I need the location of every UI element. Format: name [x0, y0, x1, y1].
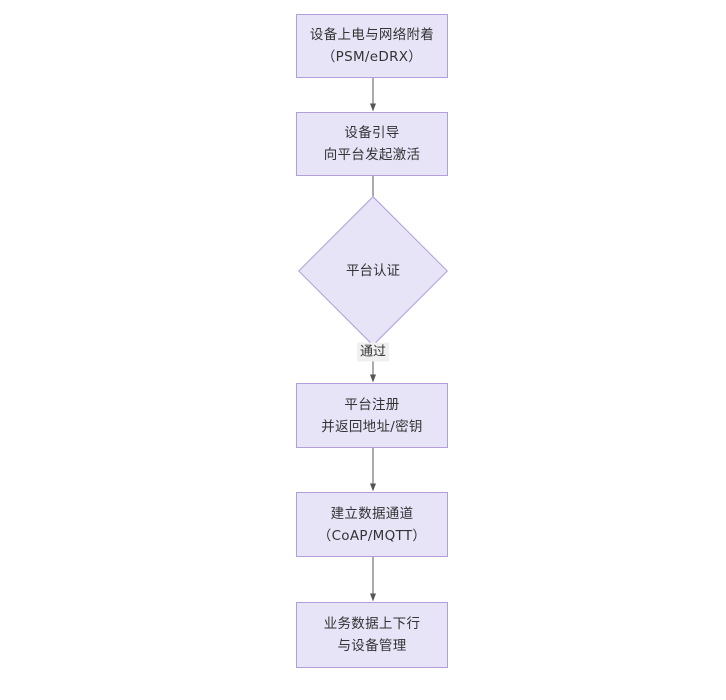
node-line: 并返回地址/密钥	[321, 418, 423, 435]
node-line: （CoAP/MQTT）	[317, 527, 427, 544]
node-platform-register[interactable]: 平台注册 并返回地址/密钥	[296, 383, 448, 448]
node-line: 平台认证	[346, 263, 400, 279]
node-line: 设备引导	[344, 125, 400, 141]
node-line: （PSM/eDRX）	[321, 49, 423, 65]
node-device-bootstrap[interactable]: 设备引导 向平台发起激活	[296, 112, 448, 176]
node-business-data-and-device-mgmt[interactable]: 业务数据上下行 与设备管理	[296, 602, 448, 668]
node-device-power-on[interactable]: 设备上电与网络附着 （PSM/eDRX）	[296, 14, 448, 78]
node-platform-auth-decision[interactable]: 平台认证	[298, 196, 448, 346]
edge-label-pass: 通过	[356, 342, 390, 362]
node-line: 设备上电与网络附着	[309, 27, 435, 43]
node-line: 建立数据通道	[330, 505, 414, 522]
node-line: 业务数据上下行	[323, 616, 421, 632]
node-line: 平台注册	[344, 396, 400, 413]
node-line: 向平台发起激活	[323, 147, 421, 163]
node-establish-data-channel[interactable]: 建立数据通道 （CoAP/MQTT）	[296, 492, 448, 557]
node-line: 与设备管理	[337, 638, 407, 654]
